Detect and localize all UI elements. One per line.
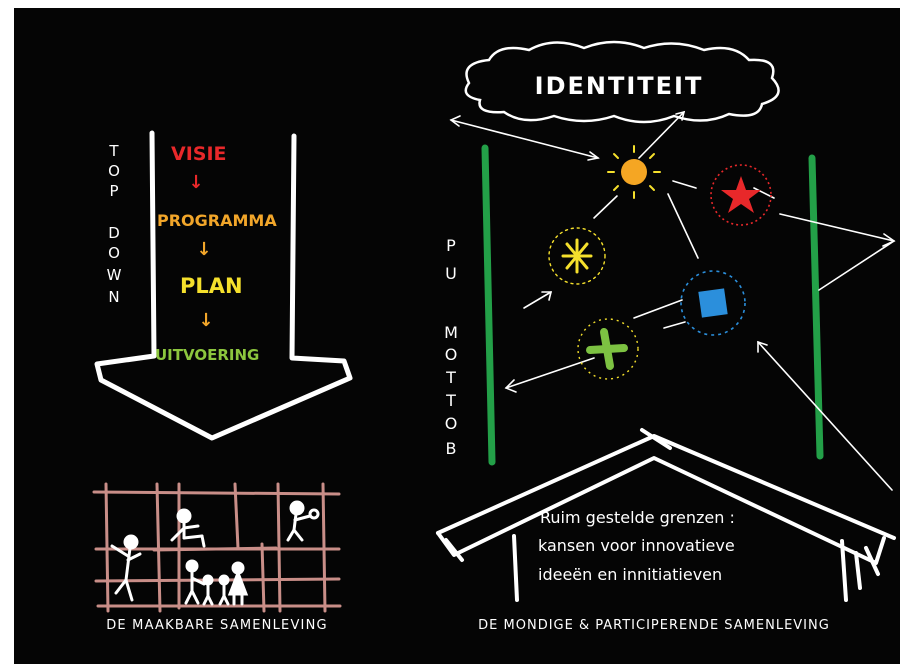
top-down-letter: P [109,182,118,200]
green-posts [481,144,824,466]
blue-square-icon [680,270,746,336]
bottom-up-letter: O [445,414,458,433]
roof-text: Ruim gestelde grenzen : kansen voor inno… [538,508,735,584]
step-programma: PROGRAMMA [157,211,277,230]
top-down-letter: D [108,224,120,242]
bottom-up-letter: M [444,323,458,342]
roof-text-line: ideeën en innitiatieven [538,565,722,584]
connection-arrows [449,110,896,491]
sun-icon [607,145,661,199]
identiteit-cloud: IDENTITEIT [464,40,780,124]
yellow-spark-icon [548,227,606,285]
top-down-letter: O [108,162,120,180]
roof-text-line: Ruim gestelde grenzen : [540,508,735,527]
step-arrow: ↓ [188,172,203,193]
cloud-title: IDENTITEIT [535,72,704,100]
bottom-up-letter: U [445,264,457,283]
step-visie: VISIE [171,143,227,165]
diagram-board: T O P D O W N VISIE ↓ PROGRAMMA ↓ PLAN ↓… [14,8,900,664]
top-down-letter: T [108,142,119,160]
step-arrow: ↓ [198,310,213,331]
bottom-up-letter: P [446,236,456,255]
green-cross-icon [577,318,639,380]
stick-figures [110,500,320,606]
bottom-up-vertical-label: P U M O T T O B [444,236,458,458]
bottom-up-letter: O [445,345,458,364]
step-uitvoering: UITVOERING [155,346,259,364]
top-down-arrow [94,130,353,441]
top-down-letter: O [108,244,120,262]
bottom-up-letter: T [445,391,456,410]
top-down-letter: W [107,266,122,284]
red-star-icon [710,164,772,226]
roof-outline [436,428,896,602]
caption-maakbare-samenleving: DE MAAKBARE SAMENLEVING [106,618,328,633]
step-arrow: ↓ [196,239,211,260]
step-plan: PLAN [180,274,243,298]
top-down-letter: N [108,288,119,306]
top-down-vertical-label: T O P D O W N [107,142,122,306]
roof-text-line: kansen voor innovatieve [538,536,735,555]
diagram-canvas: T O P D O W N VISIE ↓ PROGRAMMA ↓ PLAN ↓… [92,40,896,633]
maakbare-grid [92,482,342,613]
caption-mondige-samenleving: DE MONDIGE & PARTICIPERENDE SAMENLEVING [478,618,830,633]
bottom-up-letter: T [445,368,456,387]
bottom-up-letter: B [446,439,457,458]
process-steps: VISIE ↓ PROGRAMMA ↓ PLAN ↓ UITVOERING [155,143,277,364]
